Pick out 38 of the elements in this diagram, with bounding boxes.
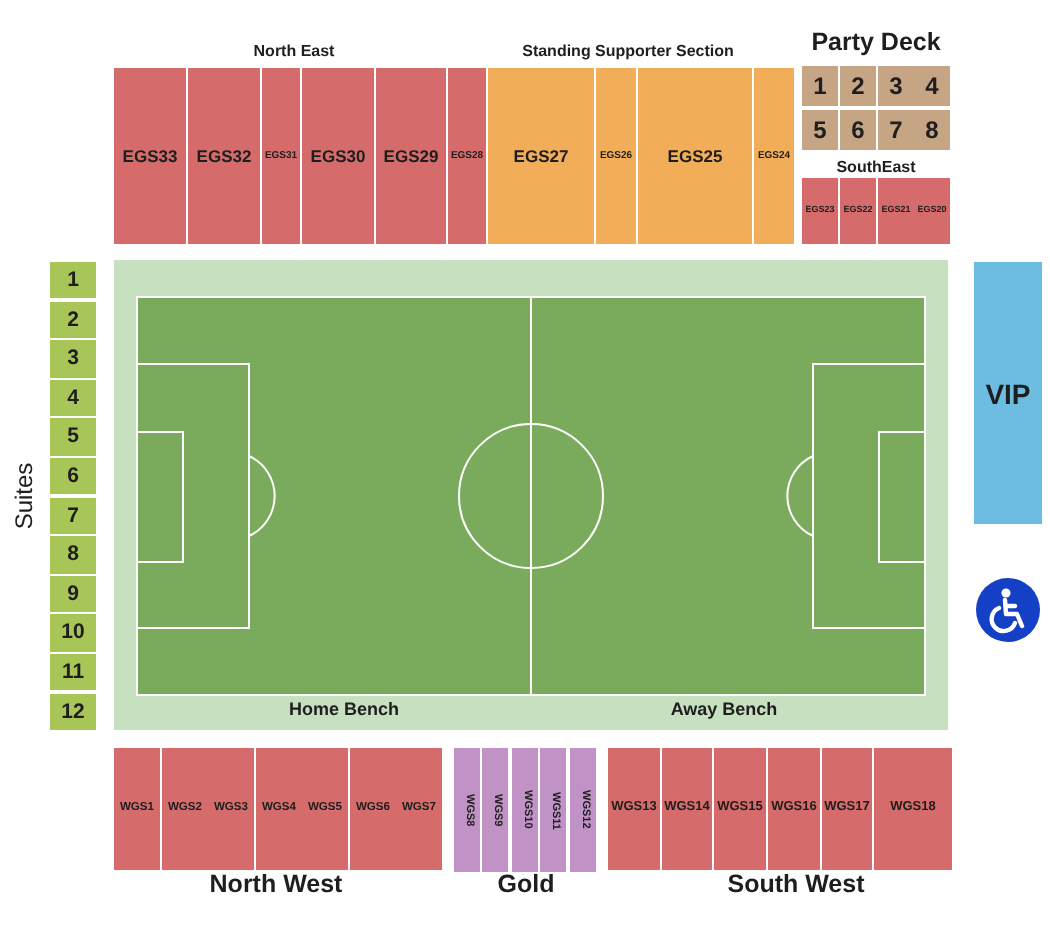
suite-box: 8 bbox=[50, 536, 96, 574]
suite-box: 5 bbox=[50, 418, 96, 456]
suite-box: 11 bbox=[50, 654, 96, 691]
section-heading: South West bbox=[727, 871, 865, 897]
suite-box: 3 bbox=[50, 340, 96, 378]
bench-label: Away Bench bbox=[670, 701, 778, 719]
party-deck-table: 6 bbox=[840, 110, 876, 150]
section-heading: North East bbox=[253, 44, 335, 60]
party-deck-table: 5 bbox=[802, 110, 838, 150]
vip-section: VIP bbox=[974, 262, 1042, 524]
party-deck-table: 7 bbox=[878, 110, 914, 150]
suite-box: 12 bbox=[50, 693, 96, 730]
section-heading: Gold bbox=[497, 871, 555, 897]
bench-label: Home Bench bbox=[289, 701, 399, 719]
seating-section: EGS29 bbox=[376, 68, 446, 244]
seating-section: EGS30 bbox=[302, 68, 374, 244]
seating-section: EGS32 bbox=[188, 68, 260, 244]
party-deck-table: 3 bbox=[878, 66, 914, 106]
suite-box: 4 bbox=[50, 379, 96, 417]
party-deck-table: 1 bbox=[802, 66, 838, 106]
seating-section: EGS33 bbox=[114, 68, 186, 244]
section-heading: Party Deck bbox=[811, 29, 941, 55]
party-deck-table: 8 bbox=[914, 110, 950, 150]
suite-box: 9 bbox=[50, 575, 96, 613]
party-deck-table: 2 bbox=[840, 66, 876, 106]
suite-box: 7 bbox=[50, 497, 96, 534]
section-heading: North West bbox=[209, 871, 343, 897]
suite-box: 10 bbox=[50, 614, 96, 652]
seating-section: EGS25 bbox=[638, 68, 752, 244]
section-heading: SouthEast bbox=[836, 160, 916, 176]
suite-box: 1 bbox=[50, 262, 96, 299]
section-heading: Standing Supporter Section bbox=[522, 44, 734, 60]
suite-box: 2 bbox=[50, 301, 96, 338]
section-heading: Suites bbox=[12, 462, 36, 530]
seating-section: EGS27 bbox=[488, 68, 594, 244]
party-deck-table: 4 bbox=[914, 66, 950, 106]
suite-box: 6 bbox=[50, 458, 96, 495]
pitch-surround bbox=[114, 260, 948, 730]
